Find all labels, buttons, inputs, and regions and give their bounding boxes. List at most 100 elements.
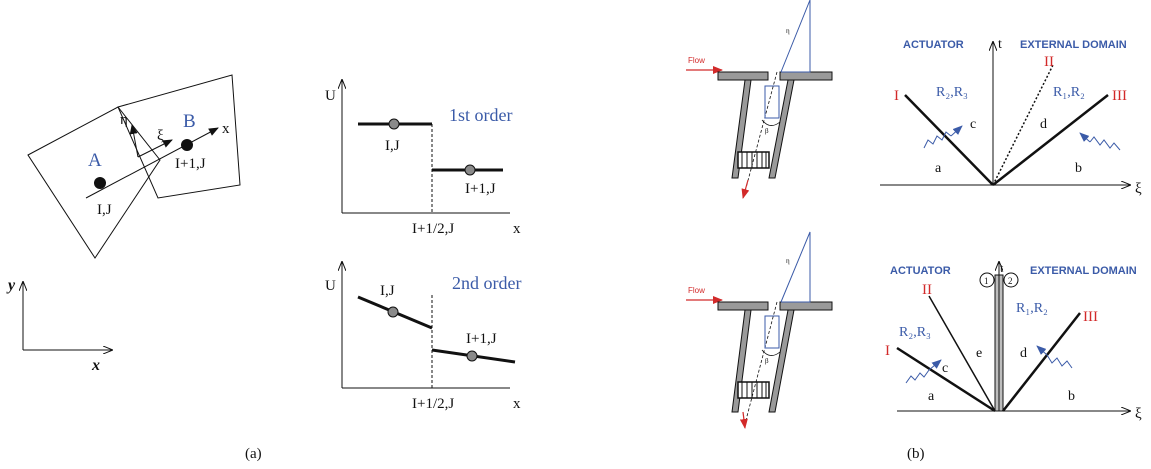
caption-a: (a)	[245, 446, 262, 462]
region-e-bottom: e	[976, 346, 982, 361]
reflection-arrow-left-top	[950, 125, 963, 137]
mesh-x-label: x	[222, 121, 230, 137]
xi-label: ξ	[157, 128, 164, 144]
region-b-bottom: b	[1068, 389, 1075, 404]
t-label-bottom: t	[1000, 261, 1004, 275]
x-label-2nd: x	[513, 396, 521, 412]
mesh-diagram: A B I,J I+1,J η ξ x	[27, 74, 241, 259]
cavity-left-wall-bottom	[731, 309, 752, 413]
actuator-sketch-top: Flow η β	[686, 0, 833, 199]
point-a-label: I,J	[97, 202, 112, 218]
reflection-arrow-right-bottom	[1036, 345, 1048, 356]
global-x-label: x	[91, 357, 100, 374]
plot-2nd-order: U 2nd order I,J I+1,J I+1/2,J x	[325, 262, 521, 412]
cavity-right-wall-top	[768, 79, 795, 179]
wave-diagram-bottom: 1 2 ACTUATOR EXTERNAL DOMAIN t ξ I II II…	[885, 261, 1142, 422]
wave-III-line-bottom	[1002, 312, 1081, 412]
beta-small-top: β	[765, 127, 769, 135]
wave-III-label-top: III	[1112, 88, 1127, 104]
right-label-1st: I+1,J	[465, 181, 496, 197]
region-a-top: a	[935, 161, 942, 176]
plot-1st-order: U 1st order I,J I+1,J I+1/2,J x	[325, 80, 521, 237]
t-label-top: t	[998, 37, 1002, 52]
wall-right-bottom	[779, 301, 833, 311]
wave-I-line-top	[904, 94, 994, 186]
wave-II-line-bottom	[928, 295, 996, 412]
cavity-left-wall-top	[731, 79, 752, 179]
cell-b-outline	[117, 74, 241, 199]
wall-left-top	[717, 71, 769, 81]
wave-III-line-top	[992, 94, 1109, 186]
velocity-box-top	[764, 85, 780, 119]
r23-label-top: R₂,R₃	[936, 85, 968, 100]
external-label-top: EXTERNAL DOMAIN	[1020, 39, 1127, 51]
circle-1	[979, 272, 995, 288]
x-axis-line	[85, 127, 219, 199]
reflection-zigzag-right-top	[1089, 136, 1121, 151]
flow-label-top: Flow	[688, 56, 705, 65]
reflection-arrow-left-bottom	[928, 359, 942, 371]
wall-left-bottom	[717, 301, 769, 311]
wall-right-top	[779, 71, 833, 81]
global-y-label: y	[6, 277, 16, 294]
region-a-bottom: a	[928, 389, 935, 404]
cell-a-outline	[27, 106, 161, 259]
point-b-label: I+1,J	[175, 156, 206, 172]
region-c-top: c	[970, 117, 976, 132]
wave-III-label-bottom: III	[1083, 309, 1098, 325]
cavity-axis-bottom	[745, 301, 778, 421]
xi-label-bottom: ξ	[1135, 406, 1142, 422]
eta-arrow	[129, 124, 139, 158]
wave-diagram-top: ACTUATOR EXTERNAL DOMAIN t ξ I II III R₂…	[880, 37, 1142, 197]
piston-motion-arrow-bottom	[739, 411, 748, 429]
left-point-1st	[388, 118, 400, 130]
xi-label-top: ξ	[1135, 181, 1142, 197]
wave-I-label-bottom: I	[885, 343, 890, 359]
xi-arrow	[137, 139, 173, 158]
left-point-2nd	[387, 306, 399, 318]
left-label-1st: I,J	[385, 138, 400, 154]
wave-II-label-top: II	[1044, 54, 1054, 70]
region-d-bottom: d	[1020, 346, 1027, 361]
cavity-right-wall-bottom	[768, 309, 795, 413]
right-point-2nd	[466, 350, 478, 362]
eta-label: η	[120, 112, 128, 128]
point-b	[181, 139, 193, 151]
r12-label-top: R₁,R₂	[1053, 85, 1085, 100]
region-c-bottom: c	[942, 361, 948, 376]
velocity-triangle-bottom	[780, 231, 811, 303]
cell-b-label: B	[183, 111, 196, 132]
global-axes: y x	[6, 277, 112, 374]
reflection-zigzag-right-bottom	[1046, 354, 1073, 369]
beta-small-bottom: β	[765, 357, 769, 365]
caption-b: (b)	[907, 446, 925, 462]
cavity-axis-top	[745, 71, 778, 189]
region-b-top: b	[1075, 161, 1082, 176]
beta-arc-bottom	[761, 349, 781, 356]
circle-1-label: 1	[984, 276, 989, 286]
reflection-zigzag-left-top	[923, 131, 952, 149]
r12-label-bottom: R₁,R₂	[1016, 301, 1048, 316]
beta-arc-top	[761, 119, 781, 126]
eta-small-top: η	[786, 27, 790, 35]
piston-motion-arrow-top	[741, 179, 750, 199]
velocity-triangle-top	[780, 0, 811, 73]
actuator-label-top: ACTUATOR	[903, 39, 964, 51]
interface-label-1st: I+1/2,J	[412, 221, 454, 237]
reflection-arrow-right-top	[1079, 132, 1091, 143]
region-d-top: d	[1040, 117, 1047, 132]
right-label-2nd: I+1,J	[466, 331, 497, 347]
title-1st: 1st order	[449, 105, 512, 125]
right-point-1st	[464, 164, 476, 176]
wave-I-line-bottom	[896, 346, 996, 413]
cell-a-label: A	[88, 150, 102, 171]
left-label-2nd: I,J	[380, 283, 395, 299]
wave-I-label-top: I	[894, 88, 899, 104]
wave-II-label-bottom: II	[922, 282, 932, 298]
circle-2	[1003, 272, 1019, 288]
u-label-2nd: U	[325, 278, 336, 294]
velocity-box-bottom	[764, 315, 780, 349]
external-label-bottom: EXTERNAL DOMAIN	[1030, 265, 1137, 277]
eta-small-bottom: η	[786, 257, 790, 265]
